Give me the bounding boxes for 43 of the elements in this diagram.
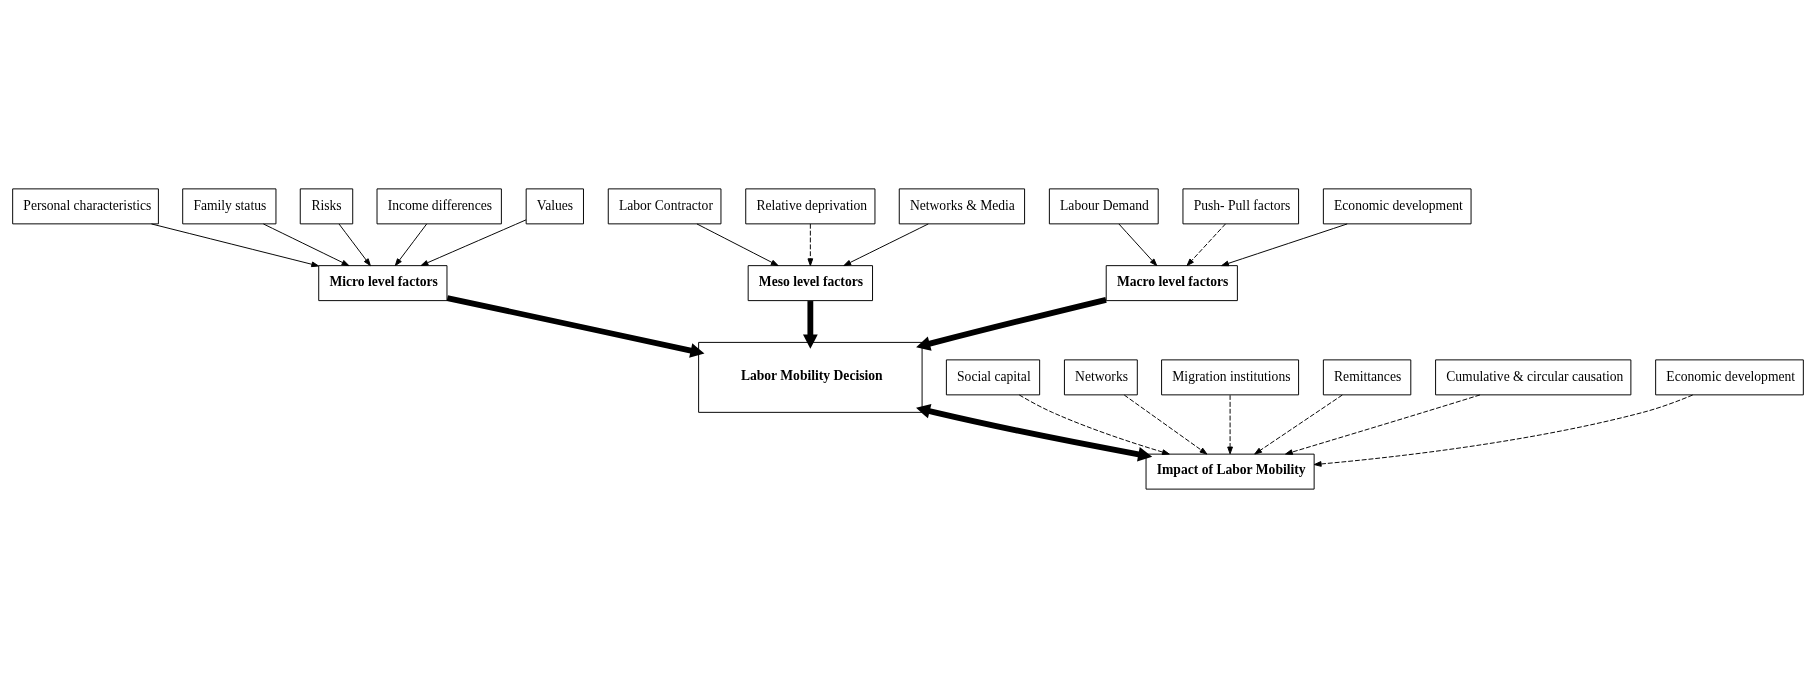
node-box: Macro level factors <box>1105 265 1238 302</box>
arrow <box>916 296 1107 351</box>
arrow <box>916 404 1153 462</box>
node-box: Relative deprivation <box>745 188 876 225</box>
node-box: Values <box>525 188 584 225</box>
arrow <box>420 219 527 266</box>
node-box: Risks <box>299 188 354 225</box>
node-box: Networks <box>1063 359 1138 396</box>
node-box: Push- Pull factors <box>1182 188 1300 225</box>
arrow <box>1123 394 1208 455</box>
arrow <box>1118 223 1158 267</box>
arrow <box>1018 394 1170 455</box>
node-box: Social capital <box>945 359 1041 396</box>
node-box: Labour Demand <box>1048 188 1159 225</box>
arrow <box>1285 394 1481 455</box>
arrow <box>696 223 779 267</box>
node-box: Economic development <box>1655 359 1804 396</box>
node-box: Networks & Media <box>898 188 1026 225</box>
node-box: Migration institutions <box>1161 359 1300 396</box>
arrow <box>1221 223 1348 267</box>
arrow <box>1313 394 1694 467</box>
node-box: Economic development <box>1322 188 1472 225</box>
node-box: Labor Mobility Decision <box>698 341 923 413</box>
arrow <box>394 223 428 267</box>
arrow <box>1254 394 1343 455</box>
node-box: Micro level factors <box>318 265 448 302</box>
arrow <box>1227 394 1233 455</box>
node-box: Remittances <box>1322 359 1412 396</box>
arrow <box>803 301 818 349</box>
arrow <box>262 223 350 267</box>
node-box: Labor Contractor <box>607 188 722 225</box>
arrow <box>151 223 320 268</box>
node-box: Personal characteristics <box>12 188 159 225</box>
node-box: Family status <box>182 188 277 225</box>
arrow <box>843 223 929 267</box>
arrow <box>446 295 705 358</box>
node-box: Cumulative & circular causation <box>1435 359 1632 396</box>
arrow <box>807 223 814 267</box>
node-box: Meso level factors <box>747 265 874 302</box>
node-box: Impact of Labor Mobility <box>1145 453 1315 490</box>
node-box: Income differences <box>376 188 502 225</box>
arrow <box>1186 223 1226 267</box>
arrow <box>338 223 371 267</box>
